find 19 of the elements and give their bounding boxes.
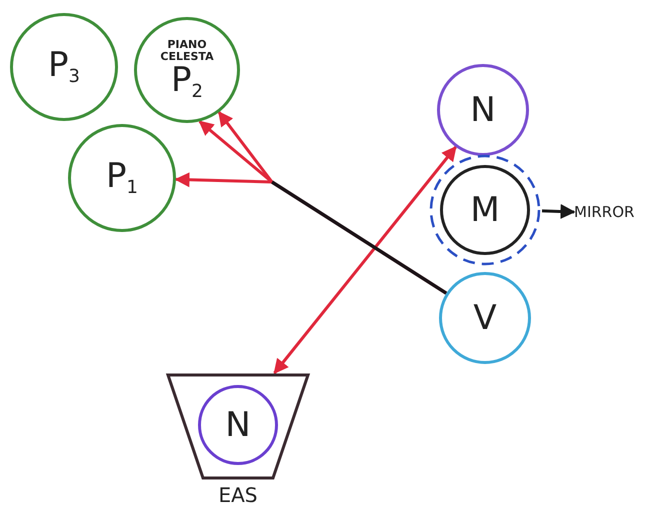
node-caption: PIANO CELESTA [159, 39, 215, 63]
arrow [542, 204, 576, 220]
node-label: EAS [218, 485, 258, 505]
node-label: P$_{2}$ [171, 62, 203, 101]
node-label: N [225, 408, 251, 442]
node-label: P$_{1}$ [106, 159, 138, 197]
text-label: MIRROR [574, 201, 634, 223]
node-label: N [470, 93, 496, 127]
node-label: M [470, 193, 500, 227]
circle-node [134, 17, 240, 123]
node-label: V [473, 301, 497, 335]
circle-node [198, 385, 278, 465]
connector-line [271, 180, 448, 295]
circle-node [10, 13, 118, 121]
circle-node [437, 64, 529, 156]
circle-node [68, 124, 176, 232]
circle-node [439, 272, 531, 364]
arrow [273, 146, 457, 374]
node-label: P$_{3}$ [48, 48, 80, 86]
